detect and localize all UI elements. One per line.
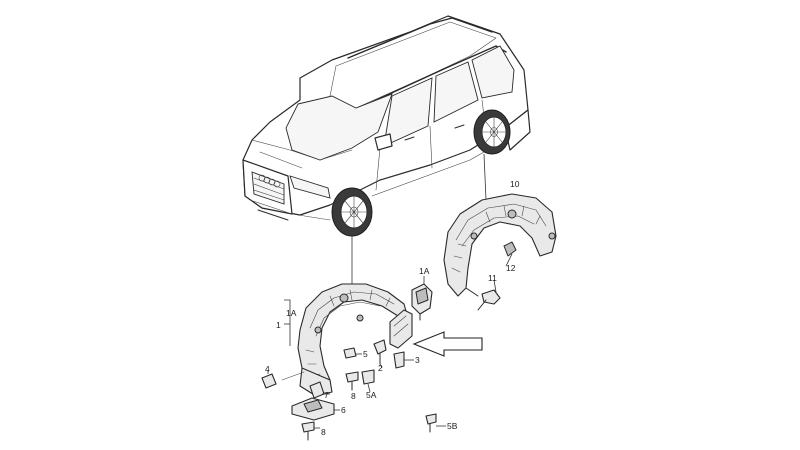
clip-12 (503, 241, 517, 267)
callout-8-upper: 8 (351, 391, 356, 401)
callout-5b: 5B (447, 421, 458, 431)
brand-rings-icon (258, 174, 281, 188)
callout-1: 1 (276, 320, 281, 330)
fastener-5a (361, 369, 375, 393)
fastener-5 (343, 347, 362, 359)
bracket-6 (291, 397, 340, 421)
pointing-arrow-icon (412, 331, 483, 357)
fastener-3 (393, 351, 414, 369)
trim-panel (389, 309, 413, 349)
callout-11: 11 (488, 273, 497, 283)
fastener-5b (425, 413, 446, 433)
callout-12: 12 (506, 263, 516, 273)
screw-11 (477, 279, 501, 311)
callout-bracket-1 (284, 299, 291, 346)
fastener-8-upper (345, 371, 359, 391)
callout-2: 2 (378, 363, 383, 373)
callout-7: 7 (324, 390, 329, 400)
vehicle-illustration (242, 15, 531, 285)
callout-10: 10 (510, 179, 520, 189)
callout-3: 3 (415, 355, 420, 365)
rear-wheel (473, 109, 511, 155)
callout-4: 4 (265, 364, 270, 374)
front-wheel (331, 187, 373, 237)
bracket-7 (309, 381, 330, 399)
rear-wheel-housing-liner (443, 193, 557, 297)
callout-5: 5 (363, 349, 368, 359)
callout-5a: 5A (366, 390, 377, 400)
fastener-8-lower (301, 421, 320, 441)
callout-1a-top: 1A (419, 266, 430, 276)
clip-4 (261, 370, 305, 389)
callout-1a-left: 1A (286, 308, 297, 318)
fastener-2 (373, 339, 387, 369)
bracket-1a (411, 276, 433, 321)
callout-6: 6 (341, 405, 346, 415)
callout-8-lower: 8 (321, 427, 326, 437)
